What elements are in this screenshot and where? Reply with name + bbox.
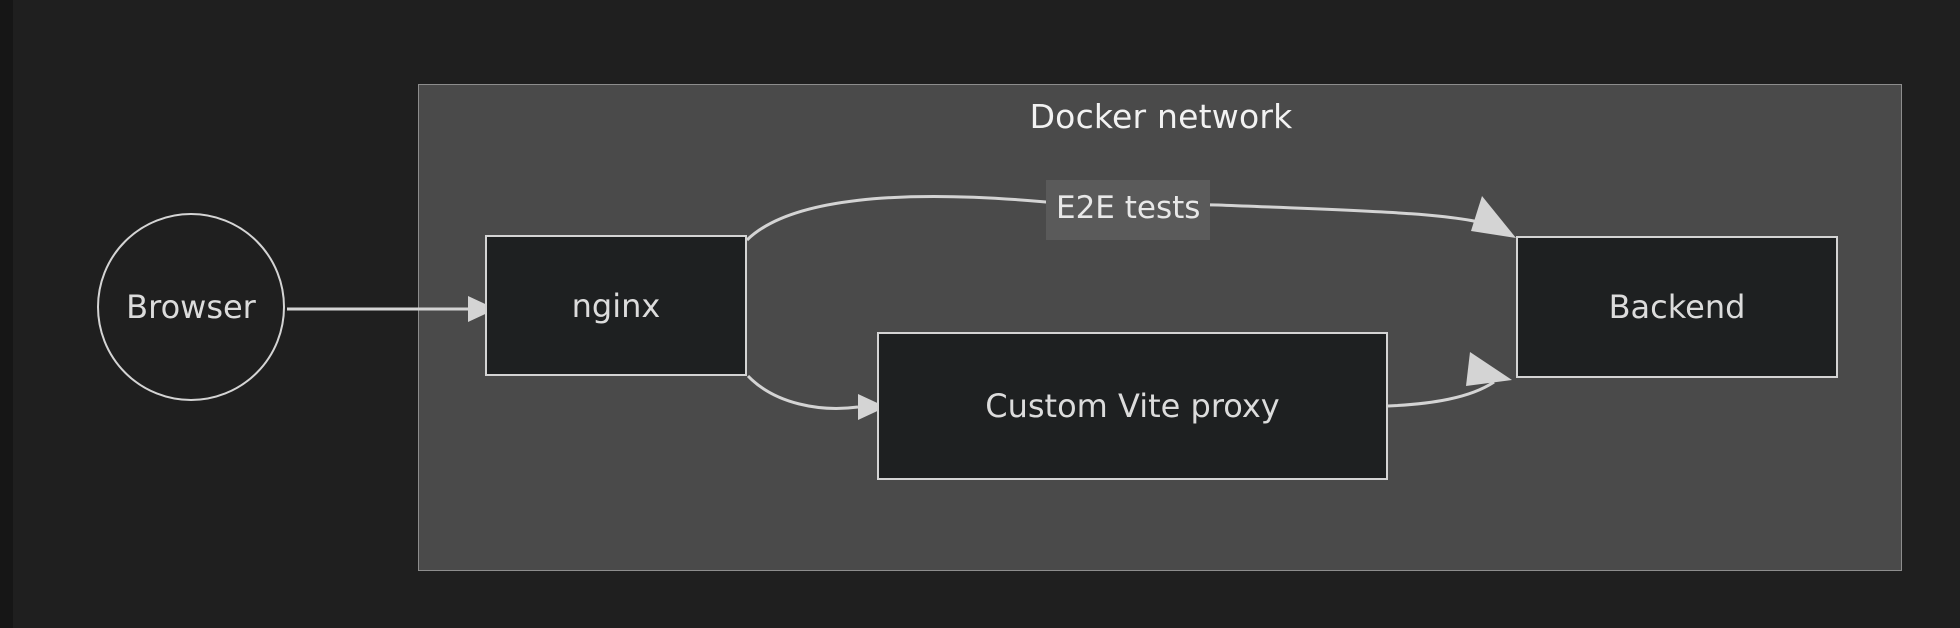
edge-label-e2e-tests: E2E tests bbox=[1046, 180, 1211, 240]
node-nginx-label: nginx bbox=[571, 286, 661, 325]
node-browser[interactable]: Browser bbox=[97, 213, 285, 401]
node-vite-proxy-label: Custom Vite proxy bbox=[985, 387, 1280, 425]
node-vite-proxy[interactable]: Custom Vite proxy bbox=[877, 332, 1388, 480]
left-edge-gutter bbox=[0, 0, 13, 628]
node-backend-label: Backend bbox=[1608, 288, 1746, 326]
node-browser-label: Browser bbox=[126, 288, 256, 326]
node-nginx[interactable]: nginx bbox=[485, 235, 747, 376]
docker-network-title: Docker network bbox=[1029, 97, 1293, 136]
node-backend[interactable]: Backend bbox=[1516, 236, 1838, 378]
